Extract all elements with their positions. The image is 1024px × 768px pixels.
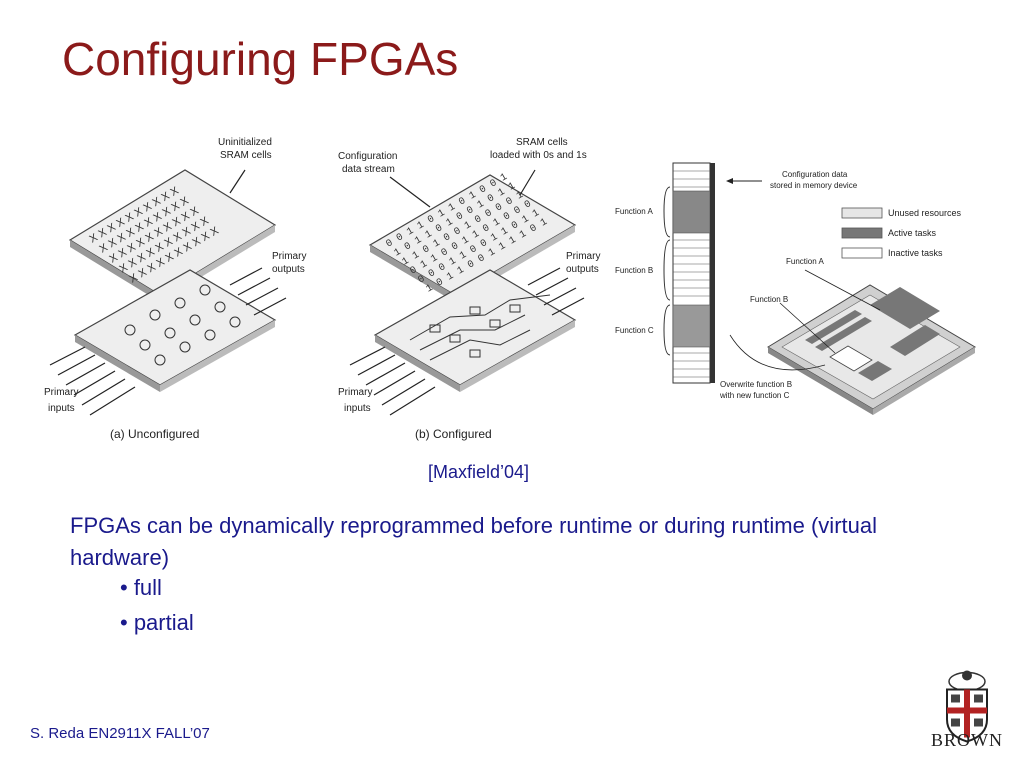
caption-b: (b) Configured [415,427,492,441]
legend-unused: Unused resources [888,208,962,218]
panel-partial: Function A Function B Function C Configu… [615,162,976,415]
output-arrows-a [229,267,287,316]
mem-function-b: Function B [615,266,653,275]
overwrite-label-2: with new function C [719,391,790,400]
citation: [Maxfield’04] [428,462,530,482]
uninit-label-2: SRAM cells [220,150,272,161]
fpga-figure: X X X X X X X X X X X X X X X X X X X X … [30,125,1000,455]
legend-swatch-unused [841,207,883,219]
bullet-full: • full [120,575,162,600]
gates [124,284,241,366]
overwrite-label-1: Overwrite function B [720,380,792,389]
chip-function-b: Function B [750,295,788,304]
memory-rows [672,170,711,378]
inputs-label-b-1: Primary [338,387,372,398]
fpga-chip [767,284,976,415]
mem-function-a: Function A [615,207,653,216]
sram-label-1: SRAM cells [516,137,568,148]
outputs-label-b-1: Primary [566,251,600,262]
inputs-label-b-2: inputs [344,403,371,414]
wired-gates [409,294,551,361]
outputs-label-a-2: outputs [272,264,305,275]
inputs-label-a-1: Primary [44,387,78,398]
footer: S. Reda EN2911X FALL’07 [30,725,210,742]
function-brackets [663,186,671,356]
sram-label-2: loaded with 0s and 1s [490,150,587,161]
outputs-label-a-1: Primary [272,251,306,262]
input-arrows-a [49,346,136,416]
body-text: FPGAs can be dynamically reprogrammed be… [70,513,877,570]
legend-active: Active tasks [888,228,937,238]
memory-label-2: stored in memory device [770,181,858,190]
panel-unconfigured: X X X X X X X X X X X X X X X X X X X X … [44,137,306,441]
mem-function-c: Function C [615,326,654,335]
fpga-illustration: X X X X X X X X X X X X X X X X X X X X … [44,137,976,441]
legend-swatch-active [841,227,883,239]
output-arrows-b [527,267,585,316]
outputs-label-b-2: outputs [566,264,599,275]
panel-configured: 0 0 1 1 0 1 1 0 1 0 0 1 1 0 1 1 0 1 0 0 … [338,137,600,441]
brown-shield-logo [946,670,988,743]
slide-title: Configuring FPGAs [62,33,459,85]
brown-logo-text: BROWN [931,730,1003,750]
stream-label-1: Configuration [338,151,397,162]
input-arrows-b [349,346,436,416]
stream-label-2: data stream [342,164,395,175]
legend-swatch-inactive [841,247,883,259]
memory-label-1: Configuration data [782,170,848,179]
caption-a: (a) Unconfigured [110,427,199,441]
legend-inactive: Inactive tasks [888,248,943,258]
bullet-partial: • partial [120,610,194,635]
inputs-label-a-2: inputs [48,403,75,414]
legend: Unused resources Active tasks Inactive t… [841,207,962,259]
uninit-label-1: Uninitialized [218,137,272,148]
chip-function-a: Function A [786,257,824,266]
